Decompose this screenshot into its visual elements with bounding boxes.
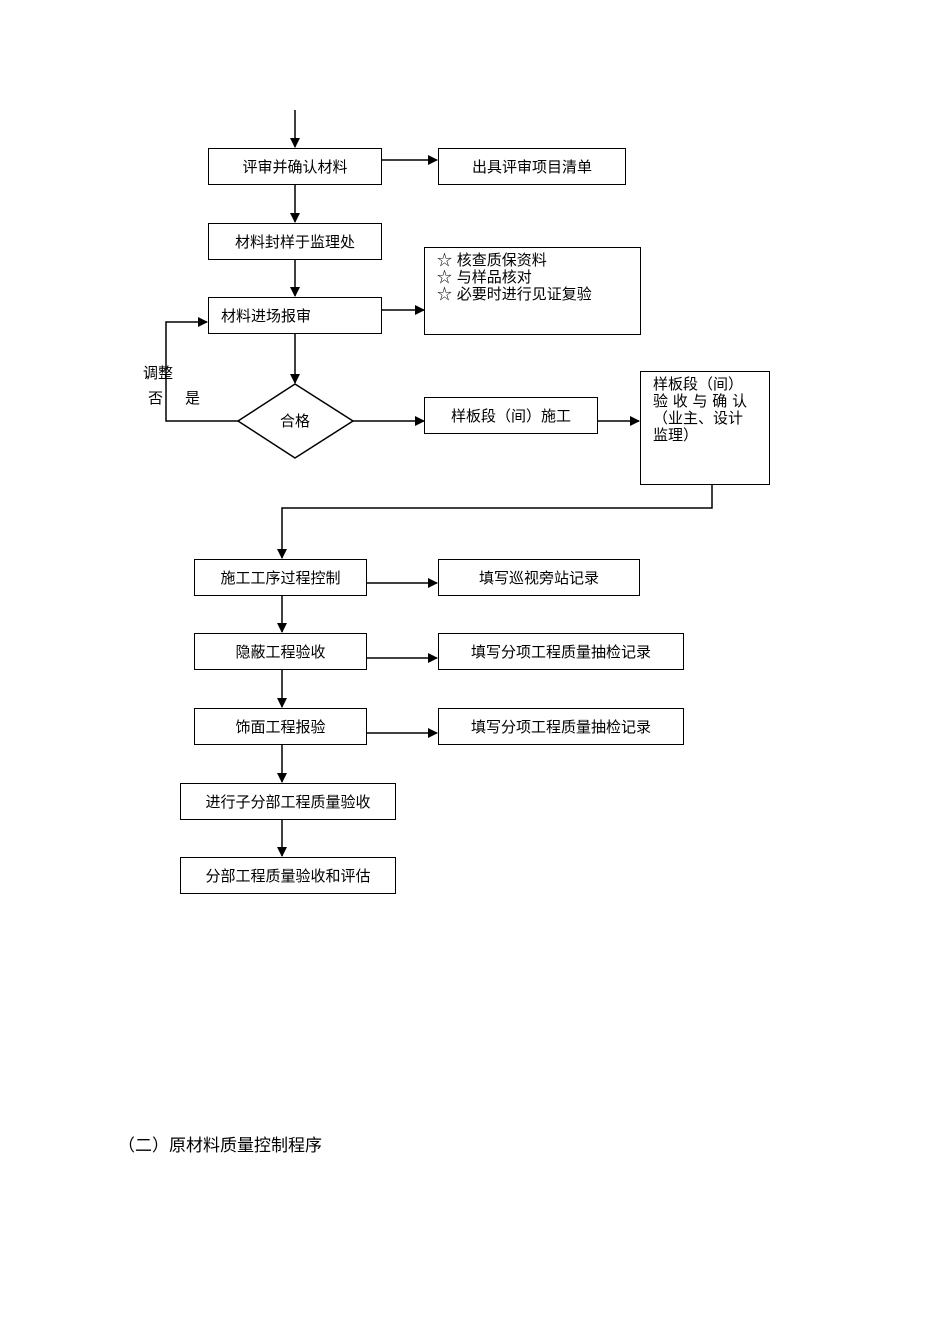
step-sample-acceptance: 样板段（间） 验 收 与 确 认 （业主、设计 监理） [640,371,770,485]
step-review-confirm: 评审并确认材料 [208,148,382,185]
step-review-list: 出具评审项目清单 [438,148,626,185]
checklist-item: ☆ 核查质保资料 [437,251,547,269]
decision-diamond [236,383,355,459]
acceptance-line: 样板段（间） [653,375,744,393]
decision-qualified: 合格 [280,412,311,430]
step-sub-division-acceptance: 进行子分部工程质量验收 [180,783,396,820]
step-seal-sample: 材料封样于监理处 [208,223,382,260]
section-heading: （二）原材料质量控制程序 [118,1136,322,1156]
label-no: 否 [148,389,164,407]
step-concealed-acceptance: 隐蔽工程验收 [194,633,367,670]
step-finish-inspection: 饰面工程报验 [194,708,367,745]
label-yes: 是 [185,389,201,407]
acceptance-line: 监理） [653,426,699,444]
acceptance-line: （业主、设计 [653,409,744,427]
step-sample-construction: 样板段（间）施工 [424,397,598,434]
checklist-item: ☆ 必要时进行见证复验 [437,285,592,303]
step-entry-report: 材料进场报审 [208,297,382,334]
arrow-no-loop [165,317,238,422]
step-process-control: 施工工序过程控制 [194,559,367,596]
step-sub-item-record-2: 填写分项工程质量抽检记录 [438,708,684,745]
checklist-item: ☆ 与样品核对 [437,268,532,286]
step-patrol-record: 填写巡视旁站记录 [438,559,640,596]
label-adjust: 调整 [143,364,174,382]
step-sub-item-record-1: 填写分项工程质量抽检记录 [438,633,684,670]
checklist-box: ☆ 核查质保资料 ☆ 与样品核对 ☆ 必要时进行见证复验 [424,247,641,335]
arrow-acceptance-to-control [277,484,713,559]
step-division-acceptance: 分部工程质量验收和评估 [180,857,396,894]
acceptance-line: 验 收 与 确 认 [653,392,748,410]
